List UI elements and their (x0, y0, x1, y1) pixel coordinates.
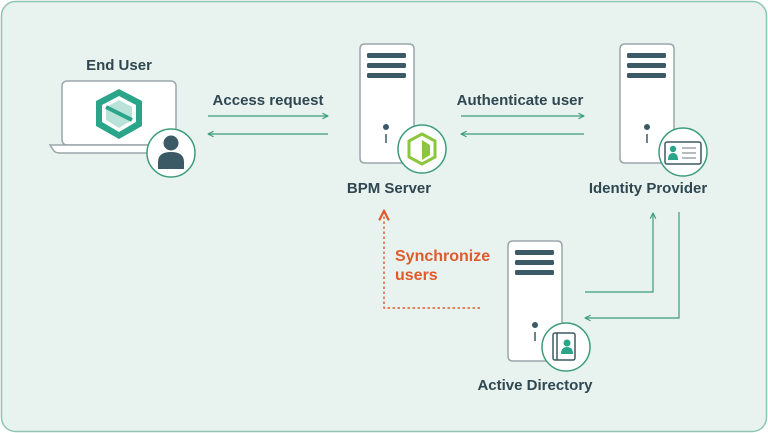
idp-to-ad-arrow (585, 212, 680, 318)
identity-provider-server-icon (619, 43, 675, 164)
bpm-server-node: BPM Server (347, 43, 447, 197)
end-user-node: End User (48, 57, 196, 178)
active-directory-label: Active Directory (477, 377, 593, 394)
synchronize-users-label: Synchronize users (395, 248, 495, 284)
laptop-icon (48, 80, 190, 154)
app-logo-icon (96, 89, 142, 139)
synchronize-users-label-line2: users (395, 267, 438, 284)
end-user-label: End User (86, 57, 152, 74)
synchronize-users-label-line1: Synchronize (395, 248, 490, 265)
identity-provider-label: Identity Provider (589, 180, 708, 197)
contact-book-icon (541, 322, 591, 372)
synchronize-users-arrow (384, 212, 480, 309)
identity-provider-node: Identity Provider (589, 43, 708, 197)
ad-to-idp-arrow (585, 213, 653, 293)
active-directory-node: Active Directory (477, 240, 593, 394)
id-card-icon (658, 127, 708, 177)
access-request-label: Access request (213, 92, 324, 109)
bpm-server-icon (359, 43, 415, 164)
bpm-logo-icon (397, 124, 447, 174)
user-avatar-icon (146, 128, 196, 178)
authenticate-user-label: Authenticate user (457, 92, 584, 109)
bpm-server-label: BPM Server (347, 180, 431, 197)
